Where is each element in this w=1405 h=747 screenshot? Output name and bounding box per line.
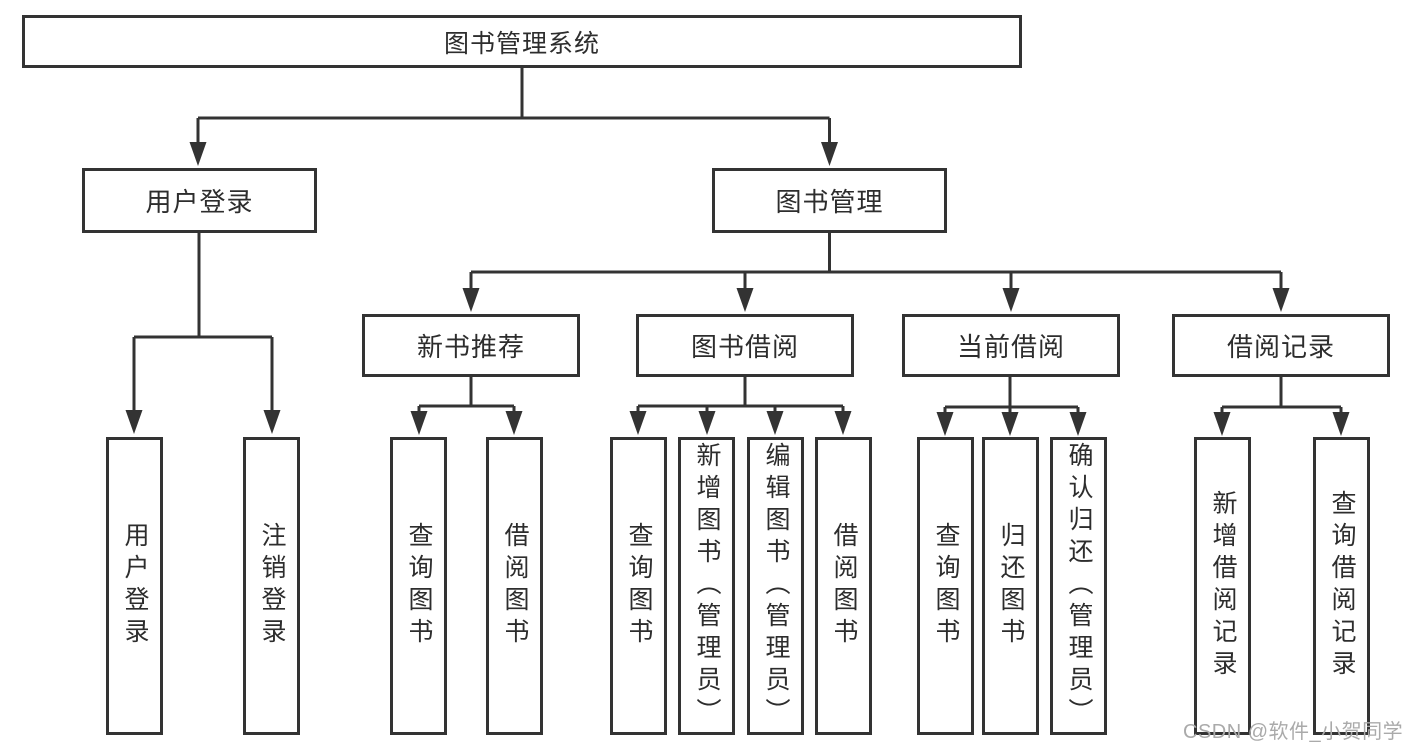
leaf-confirm-return-admin: 确认归还（管理员）	[1050, 437, 1107, 735]
arrowhead	[1272, 288, 1290, 312]
arrowhead	[629, 411, 647, 435]
node-label: 新增图书（管理员）	[693, 442, 721, 730]
node-label: 编辑图书（管理员）	[762, 442, 790, 730]
node-current-borrow: 当前借阅	[902, 314, 1120, 377]
leaf-add-book-admin: 新增图书（管理员）	[678, 437, 735, 735]
node-library-management-system: 图书管理系统	[22, 15, 1022, 68]
arrowhead	[505, 411, 523, 435]
arrowhead	[263, 410, 281, 434]
arrowhead	[1002, 288, 1020, 312]
leaf-return-book: 归还图书	[982, 437, 1039, 735]
arrowhead	[1001, 412, 1019, 436]
arrowhead	[736, 288, 754, 312]
node-label: 借阅图书	[501, 522, 529, 650]
node-label: 查询图书	[625, 522, 653, 650]
leaf-logout: 注销登录	[243, 437, 300, 735]
node-book-management: 图书管理	[712, 168, 947, 233]
node-label: 借阅记录	[1226, 332, 1335, 362]
arrowhead	[410, 411, 428, 435]
node-user-login: 用户登录	[82, 168, 317, 233]
node-label: 图书借阅	[690, 332, 799, 362]
leaf-add-borrow-record: 新增借阅记录	[1194, 437, 1251, 735]
connector-borrow-records-children	[1213, 377, 1350, 436]
leaf-borrow-books: 借阅图书	[815, 437, 872, 735]
node-label: 图书管理系统	[443, 29, 600, 58]
node-new-book-recommend: 新书推荐	[362, 314, 580, 377]
node-label: 借阅图书	[830, 522, 858, 650]
node-label: 用户登录	[145, 187, 254, 217]
leaf-borrow-books-recommend: 借阅图书	[486, 437, 543, 735]
leaf-edit-book-admin: 编辑图书（管理员）	[747, 437, 804, 735]
node-book-borrow: 图书借阅	[636, 314, 854, 377]
arrowhead	[189, 142, 207, 166]
node-label: 新书推荐	[416, 332, 525, 362]
arrowhead	[462, 288, 480, 312]
csdn-watermark: CSDN @软件_小贺同学	[1183, 721, 1404, 743]
arrowhead	[1069, 412, 1087, 436]
leaf-query-borrow-record: 查询借阅记录	[1313, 437, 1370, 735]
node-label: 确认归还（管理员）	[1065, 442, 1093, 730]
arrowhead	[834, 411, 852, 435]
node-label: 归还图书	[997, 522, 1025, 650]
arrowhead	[766, 411, 784, 435]
node-label: 查询借阅记录	[1328, 490, 1356, 682]
connector-current-borrow-children	[936, 377, 1087, 436]
node-label: 用户登录	[121, 522, 149, 650]
leaf-user-login: 用户登录	[106, 437, 163, 735]
connector-root-to-level2	[189, 68, 838, 166]
connector-book-management-children	[462, 233, 1290, 312]
node-label: 注销登录	[258, 522, 286, 650]
connector-user-login-children	[125, 233, 281, 434]
arrowhead	[821, 142, 838, 166]
leaf-query-books-recommend: 查询图书	[390, 437, 447, 735]
node-label: 新增借阅记录	[1209, 490, 1237, 682]
arrowhead	[1213, 412, 1231, 436]
arrowhead	[936, 412, 954, 436]
node-borrow-records: 借阅记录	[1172, 314, 1390, 377]
arrowhead	[1332, 412, 1350, 436]
node-label: 当前借阅	[956, 332, 1065, 362]
arrowhead	[125, 410, 143, 434]
node-label: 查询图书	[932, 522, 960, 650]
arrowhead	[698, 411, 716, 435]
connector-new-book-children	[410, 377, 523, 435]
leaf-query-books-current: 查询图书	[917, 437, 974, 735]
node-label: 查询图书	[405, 522, 433, 650]
connector-book-borrow-children	[629, 377, 852, 435]
node-label: 图书管理	[775, 187, 884, 217]
leaf-query-books-borrow: 查询图书	[610, 437, 667, 735]
